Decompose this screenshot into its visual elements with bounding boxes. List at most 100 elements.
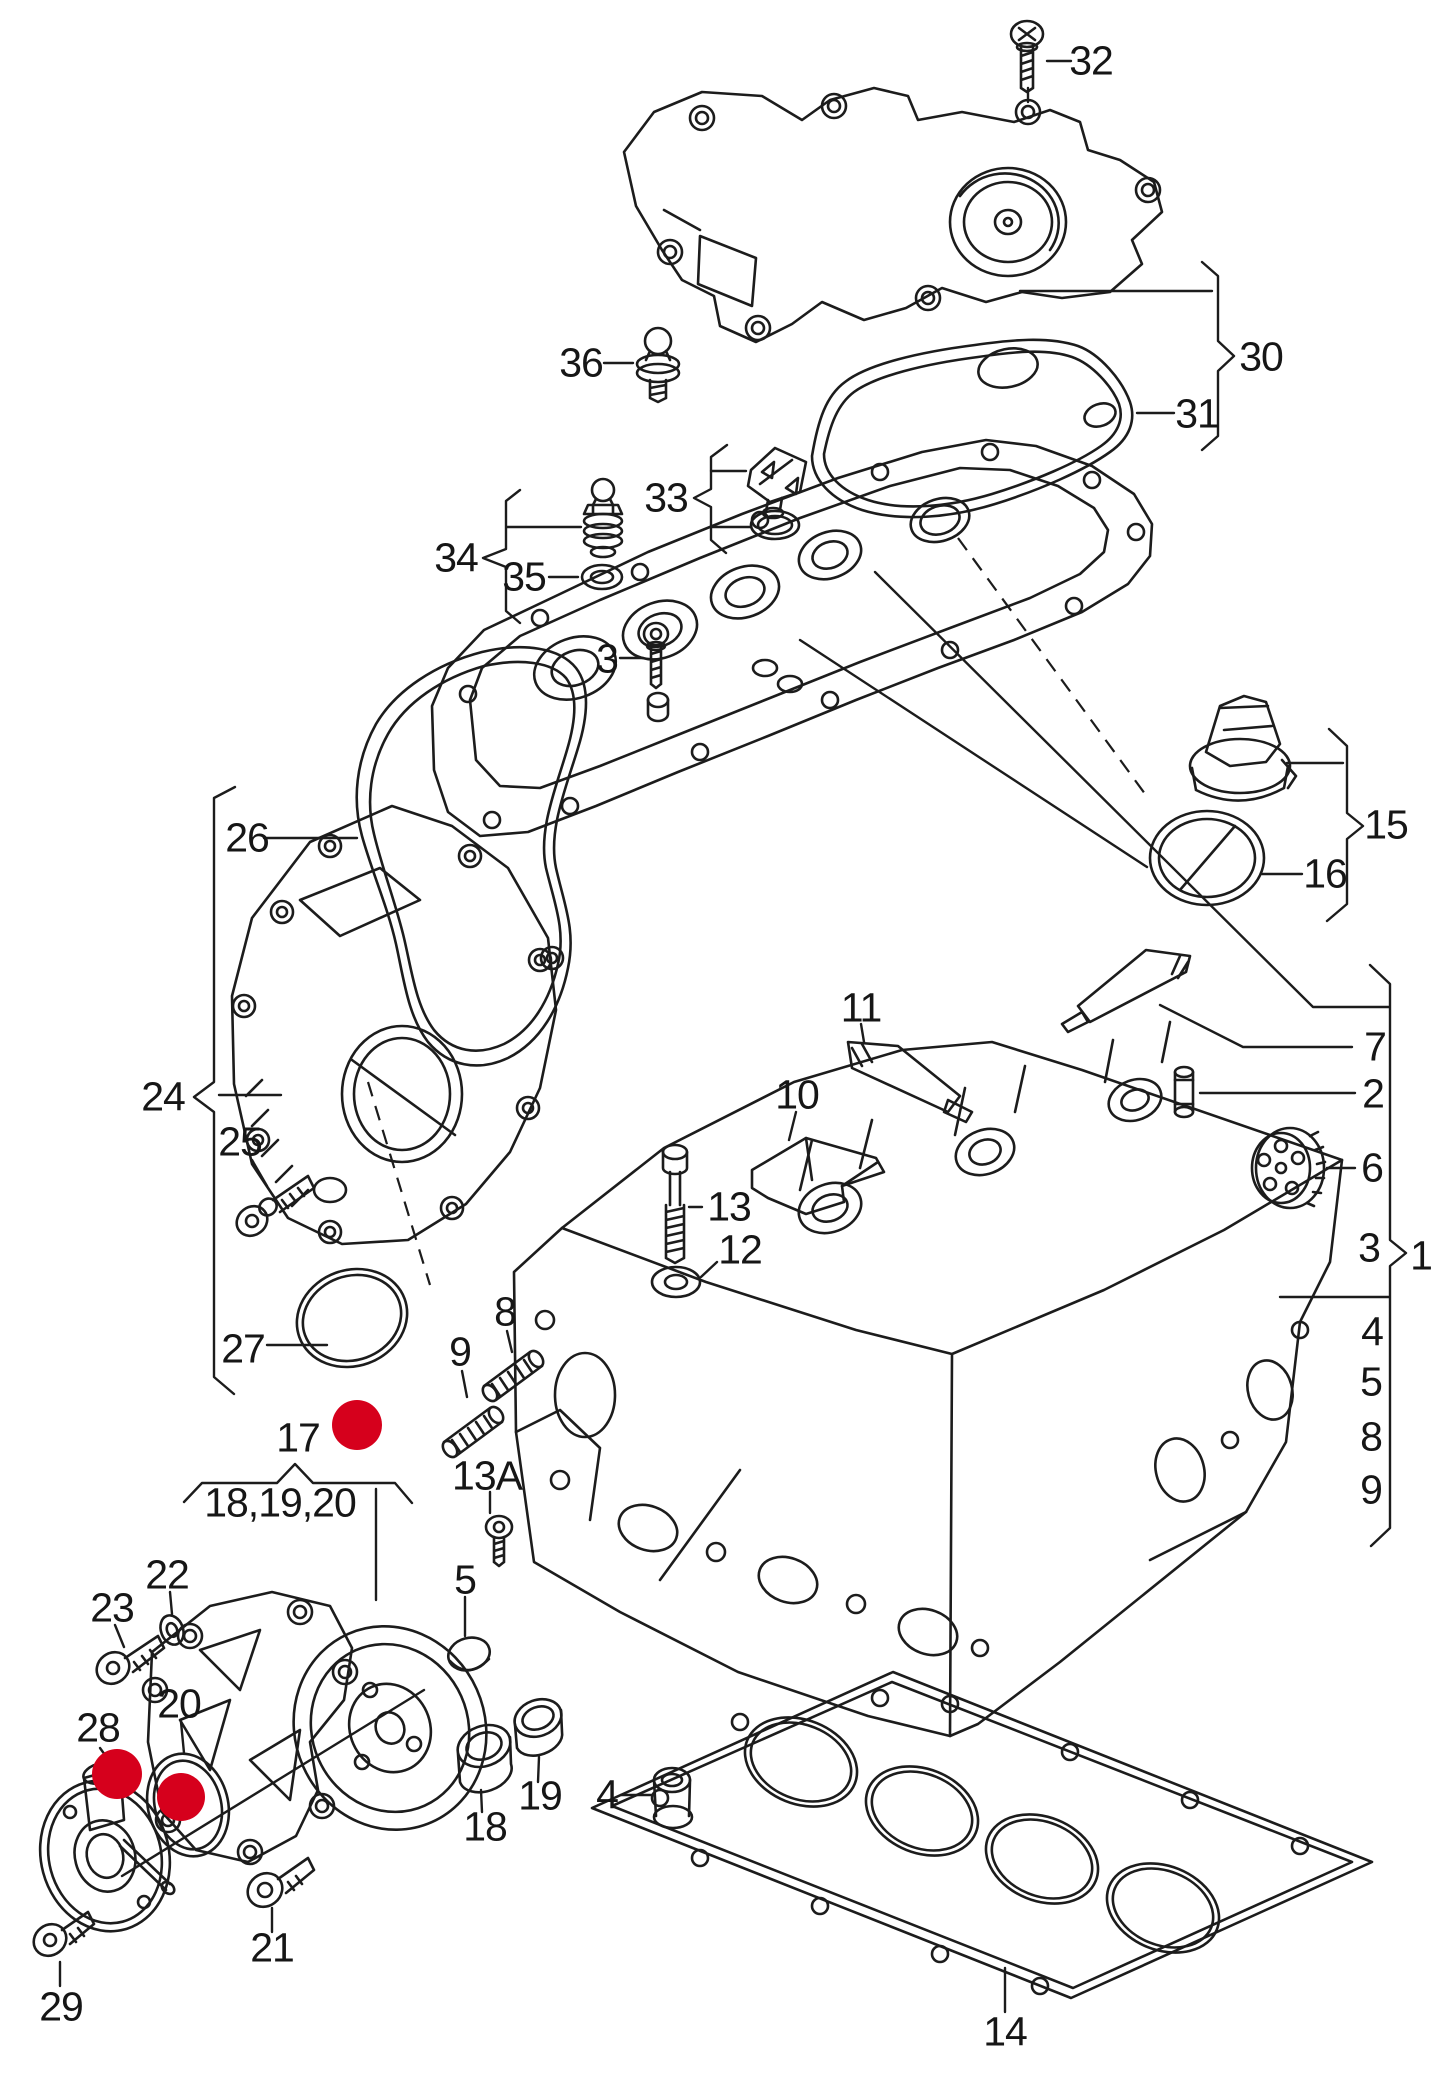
callout-28: 28 (76, 1704, 121, 1751)
leader-line (460, 1369, 469, 1399)
callout-4-right: 4 (1361, 1308, 1384, 1355)
callout-10: 10 (775, 1071, 820, 1118)
callout-13: 13 (707, 1183, 752, 1230)
callout-18-19-20: 18,19,20 (204, 1479, 357, 1526)
leader-line (692, 443, 729, 555)
water-pump-17-art (141, 1590, 488, 1866)
callout-8-left: 8 (494, 1288, 517, 1335)
stud-8-icon (481, 1349, 545, 1403)
callout-3-right: 3 (1358, 1224, 1381, 1271)
callout-5-left: 5 (454, 1556, 477, 1603)
bolt-25-icon (235, 1174, 316, 1238)
bolt-23-icon (95, 1634, 166, 1686)
callout-22: 22 (145, 1551, 190, 1598)
oil-cap-15-art (1188, 694, 1298, 802)
washer-12-icon (650, 1265, 702, 1299)
leader-line (192, 785, 237, 1396)
washer-22-icon (159, 1614, 185, 1646)
leader-line (873, 570, 1391, 1009)
callout-18: 18 (463, 1803, 508, 1850)
callout-9-left: 9 (449, 1328, 472, 1375)
cup-plug-5-icon (446, 1636, 492, 1672)
callout-13A: 13A (452, 1452, 523, 1499)
leader-line (787, 1110, 798, 1142)
sealant-tube-7-art (1060, 948, 1192, 1034)
cylinder-head-art (512, 1020, 1344, 1738)
leader-line (859, 1022, 866, 1044)
red-highlight-marker (92, 1749, 142, 1799)
leader-line (505, 1329, 514, 1354)
leader-line (1200, 260, 1236, 452)
stud-9-icon (441, 1405, 505, 1459)
callout-36: 36 (559, 339, 604, 386)
bushing-18-icon (456, 1723, 513, 1794)
callout-1: 1 (1410, 1232, 1433, 1279)
red-highlight-marker (157, 1773, 205, 1821)
leader-line (798, 638, 1149, 869)
dowel-pin-2-icon (1173, 1065, 1195, 1119)
callout-32: 32 (1069, 37, 1114, 84)
axis-dashed-line (957, 537, 1149, 799)
leader-lines-layer (58, 59, 1408, 2014)
leader-line (481, 488, 522, 625)
callout-15: 15 (1364, 801, 1409, 848)
callout-5-right: 5 (1360, 1358, 1383, 1405)
callout-19: 19 (518, 1772, 563, 1819)
seal-ring-35-icon (580, 563, 624, 591)
callout-35: 35 (502, 553, 547, 600)
callout-34: 34 (434, 534, 479, 581)
callout-8-right: 8 (1360, 1413, 1383, 1460)
leader-line (168, 1590, 174, 1616)
cam-gear-6-icon (1250, 1126, 1327, 1210)
callout-9-right: 9 (1360, 1466, 1383, 1513)
leader-line (1158, 1003, 1354, 1049)
pump-pulley (292, 1624, 488, 1832)
head-gasket-14-art (590, 1670, 1374, 2000)
leader-line (699, 1260, 719, 1279)
valve-cover-art (430, 438, 1154, 838)
callout-6: 6 (1361, 1144, 1384, 1191)
callout-11: 11 (840, 984, 883, 1031)
callout-26: 26 (225, 814, 270, 861)
leader-line (113, 1623, 126, 1649)
callout-16: 16 (1303, 850, 1348, 897)
callout-7: 7 (1364, 1023, 1387, 1070)
callout-25: 25 (218, 1118, 263, 1165)
leader-line (182, 1462, 414, 1505)
leader-line (479, 1788, 484, 1814)
leader-line (1368, 963, 1408, 1548)
callout-24: 24 (141, 1073, 186, 1120)
baffle-plate-10-art (750, 1136, 886, 1216)
callout-21: 21 (250, 1924, 295, 1971)
callout-3-left: 3 (596, 635, 619, 682)
sensor-34-art (580, 477, 624, 591)
callout-2: 2 (1362, 1070, 1385, 1117)
leader-line (120, 1688, 426, 1878)
callout-14: 14 (983, 2008, 1028, 2055)
callout-29: 29 (39, 1983, 84, 2030)
callout-17: 17 (276, 1414, 321, 1461)
callout-20: 20 (157, 1680, 202, 1727)
axis-dashed-line (366, 1081, 432, 1286)
leader-line (1325, 727, 1365, 923)
callout-33: 33 (644, 474, 689, 521)
cover-gasket-31-art (810, 338, 1134, 519)
timing-cover-24-art (230, 804, 558, 1246)
callout-27: 27 (221, 1325, 266, 1372)
screw-13a-icon (484, 1514, 514, 1568)
seal-ring-27-art (295, 1267, 409, 1369)
leader-line (536, 1755, 541, 1784)
callout-4-left: 4 (596, 1771, 619, 1818)
leader-line (179, 1720, 186, 1755)
callout-30: 30 (1239, 333, 1284, 380)
oil-filler-neck (909, 496, 971, 544)
ball-stud-36-art (635, 326, 681, 404)
bolt-21-icon (246, 1856, 316, 1909)
callout-12: 12 (718, 1226, 763, 1273)
screw-32-icon (1009, 19, 1045, 94)
callout-31: 31 (1175, 390, 1220, 437)
red-highlight-marker (332, 1400, 382, 1450)
oil-separator-30-art (622, 86, 1164, 344)
